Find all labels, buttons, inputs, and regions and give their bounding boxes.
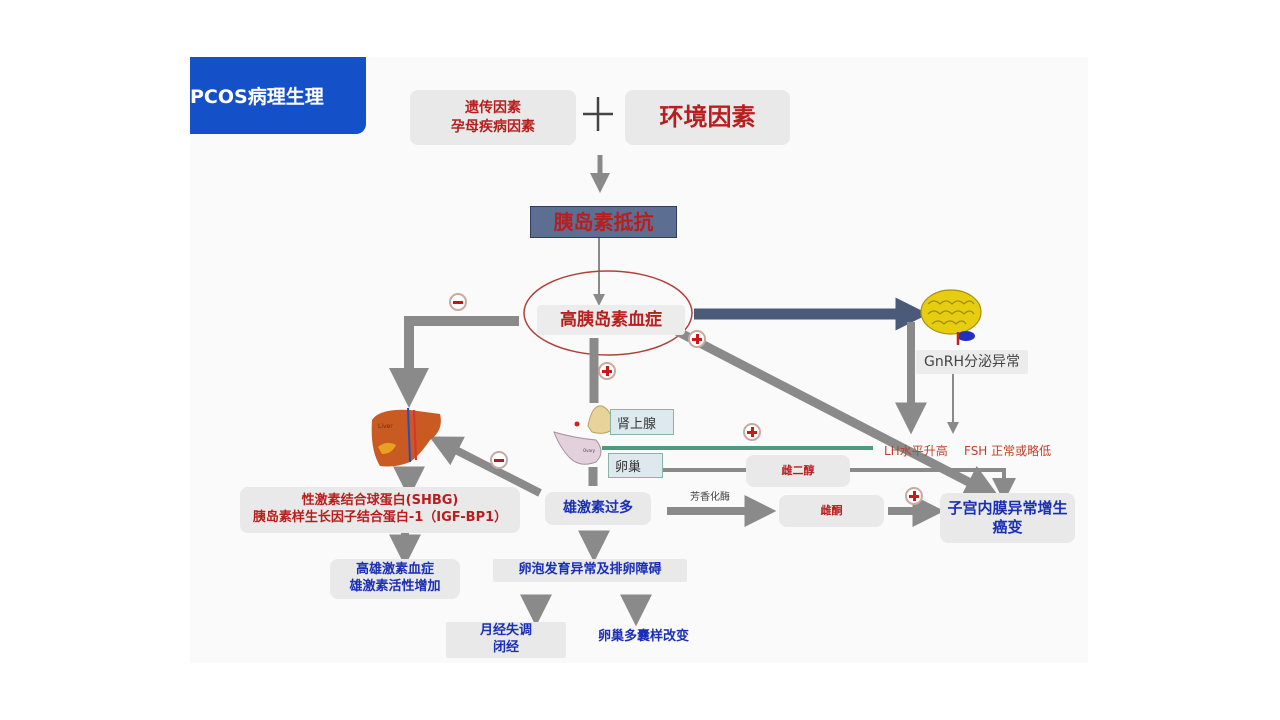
aromatase-label: 芳香化酶 bbox=[690, 492, 730, 503]
insulin-resistance-label: 胰岛素抵抗 bbox=[553, 210, 654, 234]
node-endometrium: 子宫内膜异常增生 癌变 bbox=[940, 493, 1075, 543]
ovary-caption: Ovary bbox=[583, 448, 596, 453]
endometrium-line1: 子宫内膜异常增生 bbox=[947, 498, 1068, 517]
hyperinsulinemia-label: 高胰岛素血症 bbox=[560, 309, 662, 330]
hyperandrogenemia-line2: 雄激素活性增加 bbox=[349, 579, 441, 594]
brain-icon bbox=[920, 289, 982, 345]
plus-icon bbox=[905, 487, 923, 505]
genetic-line1: 遗传因素 bbox=[465, 100, 521, 117]
shbg-line2: 胰岛素样生长因子结合蛋白-1（IGF-BP1） bbox=[252, 510, 508, 525]
adrenal-text: 肾上腺 bbox=[617, 416, 657, 432]
plus-icon bbox=[743, 423, 761, 441]
arrow-hyperinsulinemia-to-endometrium bbox=[662, 321, 1001, 499]
node-insulin-resistance: 胰岛素抵抗 bbox=[530, 206, 677, 238]
hyperandrogenemia-line1: 高雄激素血症 bbox=[355, 562, 434, 578]
node-hyperinsulinemia: 高胰岛素血症 bbox=[537, 305, 685, 335]
hyperinsulinemia-ellipse bbox=[523, 270, 693, 356]
node-hyperandrogenemia: 高雄激素血症 雄激素活性增加 bbox=[330, 559, 460, 599]
endometrium-line2: 癌变 bbox=[992, 518, 1023, 536]
slide-title-tab: PCOS病理生理 bbox=[190, 57, 366, 134]
node-menstrual: 月经失调 闭经 bbox=[446, 622, 566, 658]
lh-label: LH水平升高 bbox=[884, 444, 948, 458]
node-estrone: 雌酮 bbox=[779, 495, 884, 527]
plus-icon bbox=[598, 362, 616, 380]
node-follicle: 卵泡发育异常及排卵障碍 bbox=[493, 559, 687, 582]
minus-icon bbox=[490, 451, 508, 469]
arrow-hyperinsulinemia-to-liver bbox=[389, 316, 519, 408]
node-gnrh: GnRH分泌异常 bbox=[916, 350, 1028, 374]
menstrual-line1: 月经失调 bbox=[479, 623, 532, 639]
plus-sign bbox=[583, 97, 613, 131]
pco-label: 卵巢多囊样改变 bbox=[598, 629, 690, 644]
minus-icon bbox=[449, 293, 467, 311]
node-estradiol: 雌二醇 bbox=[746, 455, 850, 487]
fsh-label: FSH 正常或略低 bbox=[964, 444, 1052, 458]
liver-caption: Liver bbox=[378, 423, 393, 430]
node-shbg: 性激素结合球蛋白(SHBG) 胰岛素样生长因子结合蛋白-1（IGF-BP1） bbox=[240, 487, 520, 533]
environment-label: 环境因素 bbox=[659, 102, 756, 131]
node-genetic-factors: 遗传因素 孕母疾病因素 bbox=[410, 90, 576, 145]
follicle-label: 卵泡发育异常及排卵障碍 bbox=[518, 562, 662, 578]
arrow-androgen-to-liver bbox=[429, 436, 542, 497]
menstrual-line2: 闭经 bbox=[492, 640, 519, 655]
androgen-excess-label: 雄激素过多 bbox=[563, 500, 633, 517]
gnrh-label: GnRH分泌异常 bbox=[924, 353, 1020, 370]
genetic-line2: 孕母疾病因素 bbox=[451, 118, 535, 135]
adrenal-label: 肾上腺 bbox=[610, 409, 674, 435]
ovary-label: 卵巢 bbox=[608, 453, 663, 478]
plus-icon bbox=[688, 330, 706, 348]
estradiol-label: 雌二醇 bbox=[781, 463, 815, 477]
slide-title: PCOS病理生理 bbox=[190, 86, 324, 108]
liver-icon: Liver bbox=[371, 407, 441, 467]
shbg-line1: 性激素结合球蛋白(SHBG) bbox=[301, 493, 459, 509]
estrone-label: 雌酮 bbox=[820, 503, 843, 517]
adrenal-ovary-icon: Ovary bbox=[553, 405, 615, 465]
node-androgen-excess: 雄激素过多 bbox=[545, 492, 651, 525]
node-environment: 环境因素 bbox=[625, 90, 790, 145]
ovary-text: 卵巢 bbox=[615, 460, 642, 475]
